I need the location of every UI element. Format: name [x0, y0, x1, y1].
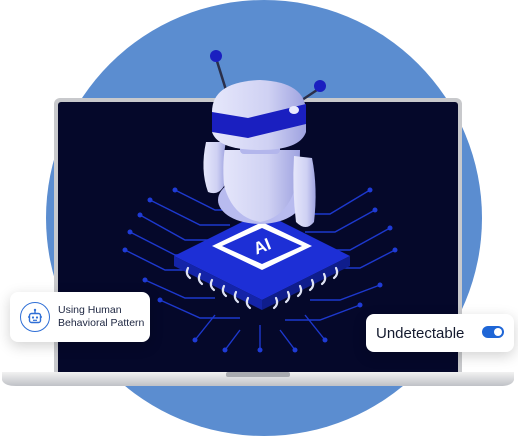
- laptop-base: [2, 372, 514, 386]
- status-card: Undetectable: [366, 314, 514, 352]
- robot-icon: [20, 302, 50, 332]
- feature-card-line2: Behavioral Pattern: [58, 317, 145, 329]
- laptop-notch: [226, 372, 290, 377]
- chip-label: AI: [251, 234, 274, 258]
- undetectable-toggle[interactable]: [482, 326, 504, 338]
- circuit-nodes: [122, 187, 398, 353]
- robot: [203, 50, 326, 227]
- feature-card: Using Human Behavioral Pattern: [10, 292, 150, 342]
- ai-chip: AI: [174, 212, 350, 310]
- feature-card-text: Using Human Behavioral Pattern: [58, 304, 144, 330]
- status-label: Undetectable: [376, 324, 465, 342]
- feature-card-line1: Using Human: [58, 304, 122, 316]
- toggle-knob: [494, 328, 502, 336]
